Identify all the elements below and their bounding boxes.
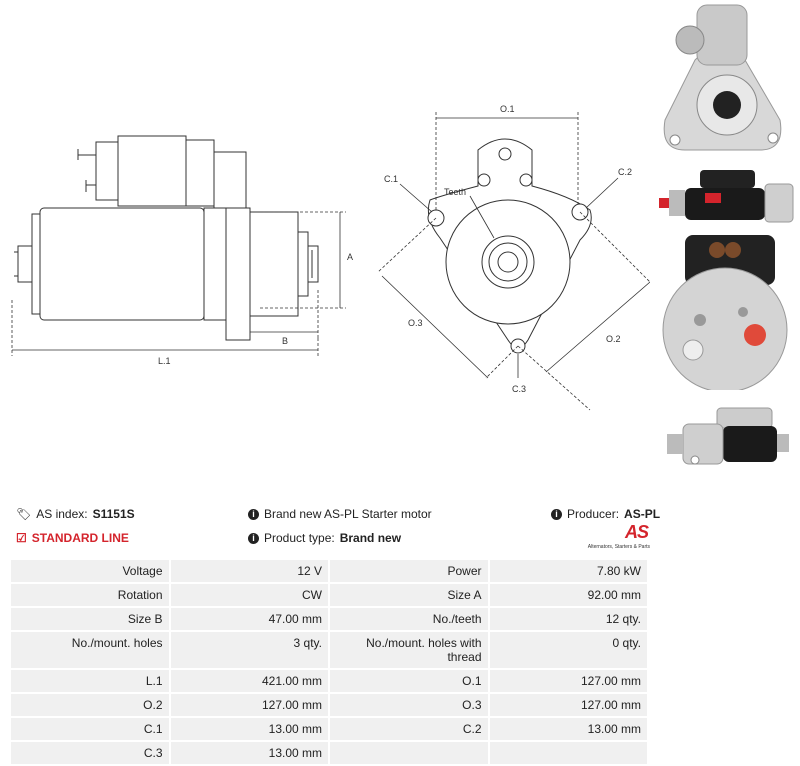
spec-label: C.1: [11, 718, 169, 740]
spec-label: Voltage: [11, 560, 169, 582]
photo-side-view: [659, 170, 794, 223]
spec-label: Size A: [330, 584, 488, 606]
product-photos: [655, 0, 800, 490]
info-section: 🏷 AS index: S1151S ☑ STANDARD LINE i Bra…: [0, 500, 800, 555]
spec-label: O.1: [330, 670, 488, 692]
spec-value: CW: [170, 584, 328, 606]
spec-value: 7.80 kW: [489, 560, 647, 582]
spec-value: 0 qty.: [489, 632, 647, 668]
info-icon: i: [248, 508, 259, 520]
spec-value: 127.00 mm: [170, 694, 328, 716]
spec-label: O.3: [330, 694, 488, 716]
product-type: i Product type: Brand new: [248, 531, 401, 545]
table-row: L.1 421.00 mm O.1 127.00 mm: [11, 670, 647, 692]
spec-value: 3 qty.: [170, 632, 328, 668]
table-row: C.1 13.00 mm C.2 13.00 mm: [11, 718, 647, 740]
spec-value: 12 V: [170, 560, 328, 582]
info-icon: i: [248, 532, 259, 544]
standard-line: ☑ STANDARD LINE: [16, 531, 129, 545]
checkbox-icon: ☑: [16, 531, 27, 545]
producer-label: Producer:: [567, 507, 620, 521]
logo-mark: AS: [624, 522, 649, 542]
spec-value: 127.00 mm: [489, 670, 647, 692]
producer: i Producer: AS-PL: [551, 507, 660, 521]
spec-label: L.1: [11, 670, 169, 692]
producer-logo: AS Alternators, Starters & Parts: [585, 522, 650, 554]
spec-label: Size B: [11, 608, 169, 630]
spec-label: C.3: [11, 742, 169, 764]
spec-value: 12 qty.: [489, 608, 647, 630]
spec-value: 13.00 mm: [170, 742, 328, 764]
spec-label-empty: [330, 742, 488, 764]
standard-line-label: STANDARD LINE: [31, 531, 129, 545]
spec-value-empty: [489, 742, 647, 764]
label-b: B: [282, 336, 288, 346]
logo-subtitle: Alternators, Starters & Parts: [587, 544, 650, 550]
spec-value: 421.00 mm: [170, 670, 328, 692]
as-index-value[interactable]: S1151S: [92, 507, 135, 521]
spec-label: Power: [330, 560, 488, 582]
photo-rear-view: [662, 235, 788, 390]
spec-label: No./mount. holes: [11, 632, 169, 668]
label-c3: C.3: [512, 384, 526, 394]
table-row: O.2 127.00 mm O.3 127.00 mm: [11, 694, 647, 716]
table-row: C.3 13.00 mm: [11, 742, 647, 764]
label-o2: O.2: [606, 334, 621, 344]
table-row: Rotation CW Size A 92.00 mm: [11, 584, 647, 606]
label-teeth: Teeth: [444, 187, 466, 197]
table-row: Size B 47.00 mm No./teeth 12 qty.: [11, 608, 647, 630]
product-type-value: Brand new: [339, 531, 402, 545]
specifications-table: Voltage 12 V Power 7.80 kW Rotation CW S…: [9, 558, 649, 766]
brand-new-text: Brand new AS-PL Starter motor: [264, 507, 432, 521]
label-c1: C.1: [384, 174, 398, 184]
product-type-label: Product type:: [264, 531, 335, 545]
tag-icon: 🏷: [16, 507, 32, 521]
label-c2: C.2: [618, 167, 632, 177]
brand-new: i Brand new AS-PL Starter motor: [248, 507, 432, 521]
info-icon: i: [551, 508, 562, 520]
spec-value: 47.00 mm: [170, 608, 328, 630]
producer-value: AS-PL: [624, 507, 661, 521]
as-index-label: AS index:: [36, 507, 88, 521]
technical-drawing: A B L.1 O.1 O.2 O.3 C.1 C.2 C.3 Teeth: [11, 104, 650, 411]
label-l1: L.1: [158, 356, 171, 366]
spec-value: 127.00 mm: [489, 694, 647, 716]
spec-value: 92.00 mm: [489, 584, 647, 606]
as-index: 🏷 AS index: S1151S: [16, 507, 135, 521]
spec-label: No./mount. holes with thread: [330, 632, 488, 668]
spec-label: C.2: [330, 718, 488, 740]
spec-label: No./teeth: [330, 608, 488, 630]
spec-value: 13.00 mm: [170, 718, 328, 740]
spec-value: 13.00 mm: [489, 718, 647, 740]
spec-label: Rotation: [11, 584, 169, 606]
label-o1: O.1: [500, 104, 515, 114]
photo-front-view: [663, 4, 782, 151]
table-row: No./mount. holes 3 qty. No./mount. holes…: [11, 632, 647, 668]
table-row: Voltage 12 V Power 7.80 kW: [11, 560, 647, 582]
photo-side-view-2: [667, 407, 789, 465]
label-o3: O.3: [408, 318, 423, 328]
spec-label: O.2: [11, 694, 169, 716]
label-a: A: [347, 252, 353, 262]
